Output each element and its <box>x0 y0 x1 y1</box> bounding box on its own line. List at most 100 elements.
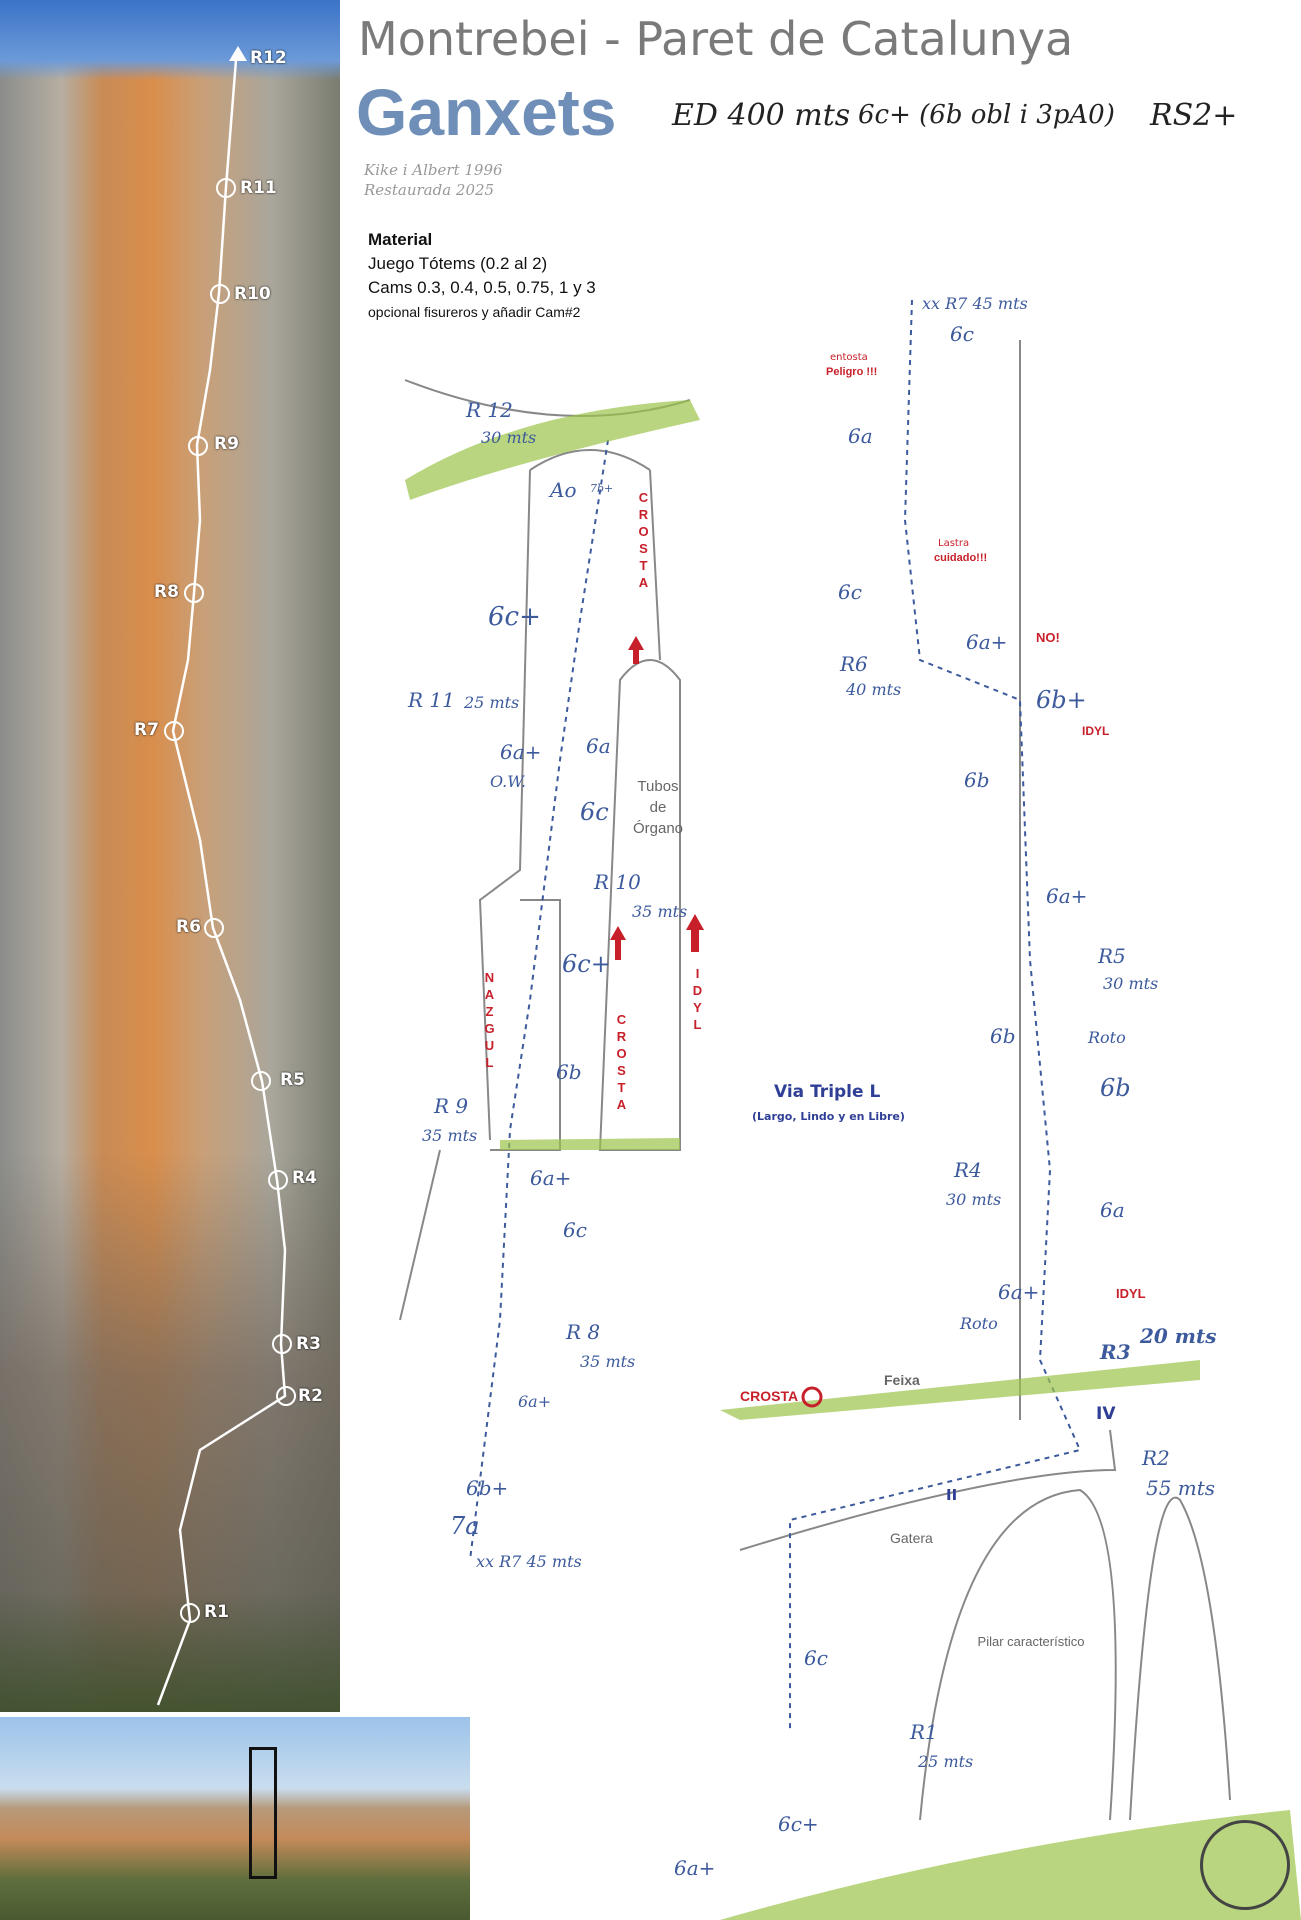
pitch-grade: 6c <box>563 1218 587 1242</box>
cuidado-warning: cuidado!!! <box>934 552 988 564</box>
pitch-grade: 6a+ <box>530 1166 572 1190</box>
photo-belay-r7: R7 <box>134 720 159 740</box>
belay-ring-icon <box>188 436 208 456</box>
pitch-grade: 6b <box>964 768 990 792</box>
overview-photo <box>0 1717 470 1920</box>
neighbour-route-subtitle: (Largo, Lindo y en Libre) <box>752 1110 905 1123</box>
roto-note: Roto <box>960 1314 998 1333</box>
belay-r7-top: xx R7 45 mts <box>922 294 1028 313</box>
belay-r6-length: 40 mts <box>846 680 902 699</box>
pitch-grade: 6a+ <box>674 1856 716 1880</box>
pitch-grade: 7a <box>450 1512 480 1540</box>
photo-belay-r11: R11 <box>240 178 277 198</box>
route-grade: 6c+ (6b obl i 3pA0) <box>858 100 1115 130</box>
belay-r10-length: 35 mts <box>632 902 688 921</box>
pitch-grade: 6b <box>990 1024 1016 1048</box>
material-block: Material Juego Tótems (0.2 al 2) Cams 0.… <box>368 228 596 324</box>
pitch-grade: 6c <box>838 580 862 604</box>
photo-belay-r10: R10 <box>234 284 271 304</box>
material-item: Cams 0.3, 0.4, 0.5, 0.75, 1 y 3 <box>368 278 596 297</box>
peligro-warning: Peligro !!! <box>826 366 878 378</box>
belay-r10: R 10 <box>594 870 641 894</box>
belay-r5-length: 30 mts <box>1103 974 1159 993</box>
belay-ring-icon <box>216 178 236 198</box>
gatera-label: Gatera <box>890 1530 933 1546</box>
pitch-grade: 6c <box>580 798 609 826</box>
pitch-grade: 6a+ <box>1046 884 1088 908</box>
belay-ring-icon <box>184 583 204 603</box>
variant-idyl: IDYL <box>690 966 705 1034</box>
pitch-grade: 6b+ <box>1036 686 1087 714</box>
material-item: opcional fisureros y añadir Cam#2 <box>368 304 581 320</box>
credits: Kike i Albert 1996 Restaurada 2025 <box>364 160 503 200</box>
route-protection: RS2+ <box>1150 98 1238 133</box>
pitch-grade: 6c+ <box>562 950 611 978</box>
belay-r1: R1 <box>910 1720 938 1744</box>
belay-ring-icon <box>276 1386 296 1406</box>
photo-belay-r6: R6 <box>176 917 201 937</box>
belay-r11-length: 25 mts <box>464 693 520 712</box>
pitch-grade: 6a+ <box>500 740 542 764</box>
photo-belay-r5: R5 <box>280 1070 305 1090</box>
pitch-grade: 6c+ <box>488 602 541 632</box>
belay-r6: R6 <box>840 652 868 676</box>
pitch-grade: 6b+ <box>466 1476 509 1500</box>
belay-r8-length: 35 mts <box>580 1352 636 1371</box>
belay-ring-icon <box>210 284 230 304</box>
pitch-grade: 6a <box>848 424 873 448</box>
variant-crosta: CROSTA <box>614 1012 629 1114</box>
photo-belay-r4: R4 <box>292 1168 317 1188</box>
material-heading: Material <box>368 230 433 249</box>
pitch-grade: 6a+ <box>518 1392 552 1411</box>
lastra-note: Lastra <box>938 538 970 549</box>
belay-r3-length: 20 mts <box>1140 1324 1217 1348</box>
belay-r7: xx R7 45 mts <box>476 1552 582 1571</box>
photo-belay-r9: R9 <box>214 434 239 454</box>
pitch-aid-grade: 7b+ <box>590 482 614 495</box>
variant-nazgul: NAZGUL <box>482 970 497 1072</box>
variant-idyl: IDYL <box>1082 724 1110 738</box>
variant-crosta-top: CROSTA <box>636 490 651 592</box>
roto-note: Roto <box>1088 1028 1126 1047</box>
pitch-grade: 6a <box>1100 1198 1125 1222</box>
pitch-grade: 6b <box>556 1060 582 1084</box>
pilar-label: Pilar característico <box>977 1634 1085 1649</box>
wall-photo: R12 R11 R10 R9 R8 R7 R6 R5 R4 R3 R2 R1 <box>0 0 340 1712</box>
belay-ring-icon <box>272 1334 292 1354</box>
pitch-grade: IV <box>1096 1404 1116 1424</box>
pitch-grade: 6c <box>950 322 974 346</box>
pitch-grade: II <box>946 1486 958 1504</box>
belay-r2-length: 55 mts <box>1146 1476 1216 1500</box>
authors: Kike i Albert 1996 <box>364 161 503 179</box>
variant-idyl: IDYL <box>1116 1286 1146 1301</box>
pitch-grade: 6a+ <box>998 1280 1040 1304</box>
factoria-ganxets-logo <box>1200 1820 1290 1910</box>
photo-belay-r8: R8 <box>154 582 179 602</box>
pitch-grade: 6a+ <box>966 630 1008 654</box>
entosta-note: entosta <box>830 352 868 363</box>
belay-r11: R 11 <box>408 688 455 712</box>
tubos-de-organo-label: Tubos de Órgano <box>632 778 684 837</box>
pitch-aid: Ao <box>550 478 577 502</box>
summit-triangle-icon <box>229 46 247 61</box>
pitch-grade: 6b <box>1100 1074 1131 1102</box>
wall-location-box <box>249 1747 277 1879</box>
belay-r12: R 12 <box>466 398 513 422</box>
belay-ring-icon <box>251 1071 271 1091</box>
page-title: Montrebei - Paret de Catalunya <box>358 12 1074 66</box>
pitch-grade: 6c+ <box>778 1812 819 1836</box>
route-length: ED 400 mts <box>672 98 851 133</box>
photo-belay-r3: R3 <box>296 1334 321 1354</box>
photo-belay-r12: R12 <box>250 48 287 68</box>
belay-r3: R3 <box>1100 1340 1131 1364</box>
belay-ring-icon <box>204 918 224 938</box>
neighbour-route-title: Via Triple L <box>774 1082 881 1102</box>
belay-r9: R 9 <box>434 1094 469 1118</box>
belay-r5: R5 <box>1098 944 1126 968</box>
pitch-grade: 6c <box>804 1646 828 1670</box>
belay-r12-length: 30 mts <box>481 428 537 447</box>
route-name: Ganxets <box>356 75 617 149</box>
offwidth-note: O.W. <box>490 772 526 791</box>
belay-ring-icon <box>180 1603 200 1623</box>
